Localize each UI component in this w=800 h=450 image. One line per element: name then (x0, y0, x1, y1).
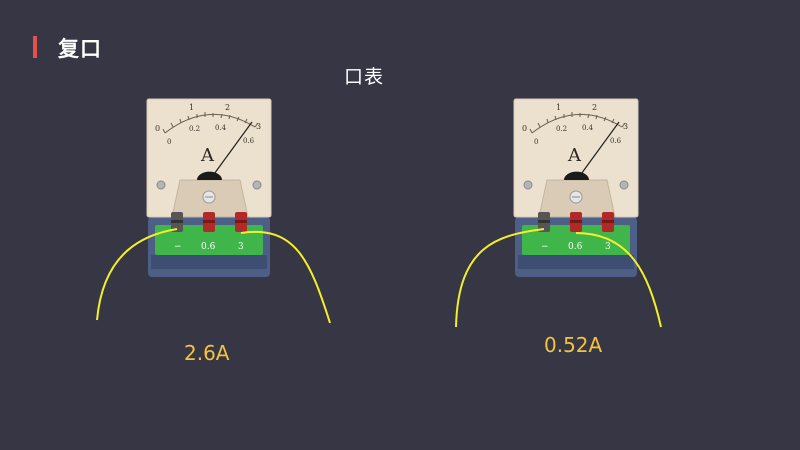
scale-bottom-0: 0 (534, 138, 538, 146)
needle (575, 121, 620, 182)
scale-top-1: 1 (189, 103, 194, 112)
ammeter-right: 0 1 2 3 0 0.2 0.4 0.6 A − 0.6 3 (455, 98, 662, 328)
reading-right: 0.52A (544, 333, 603, 357)
needle (208, 121, 253, 182)
scale-top-3: 3 (623, 122, 628, 131)
scale-top-2: 2 (225, 103, 230, 112)
terminal-board (155, 225, 263, 255)
reading-left: 2.6A (184, 341, 230, 365)
face-screw-left (523, 180, 533, 190)
terminal-label-0-6: 0.6 (201, 242, 216, 252)
terminal-label-3: 3 (605, 242, 611, 252)
scale-top-3: 3 (256, 122, 261, 131)
wire-negative (455, 228, 545, 328)
scale-bottom-3: 0.6 (243, 137, 255, 145)
wire-3 (240, 230, 331, 324)
scale-bottom-3: 0.6 (610, 137, 622, 145)
scale-top-0: 0 (155, 124, 160, 133)
wire-0-6 (575, 232, 662, 328)
terminal-label-0-6: 0.6 (568, 242, 583, 252)
scale-top-2: 2 (592, 103, 597, 112)
terminal-0-6[interactable] (570, 212, 582, 232)
terminal-label-negative: − (174, 242, 182, 252)
scale-bottom-2: 0.4 (215, 124, 227, 132)
scale-bottom-0: 0 (167, 138, 171, 146)
face-screw-right (619, 180, 629, 190)
terminal-label-3: 3 (238, 242, 244, 252)
terminal-label-negative: − (541, 242, 549, 252)
terminal-board (522, 225, 630, 255)
scale-bottom-2: 0.4 (582, 124, 594, 132)
slide-subtitle: 口表 (344, 66, 385, 88)
terminal-3[interactable] (602, 212, 614, 232)
title-accent-bar (33, 36, 37, 58)
terminal-0-6[interactable] (203, 212, 215, 232)
scale-top-0: 0 (522, 124, 527, 133)
unit-symbol: A (567, 145, 582, 166)
wire-negative (96, 228, 178, 321)
terminal-negative[interactable] (171, 212, 183, 232)
ammeter-left: 0 1 2 3 0 0.2 0.4 0.6 A − 0.6 3 (96, 98, 331, 324)
face-screw-left (156, 180, 166, 190)
terminal-3[interactable] (235, 212, 247, 232)
scale-bottom-1: 0.2 (189, 125, 200, 133)
face-screw-right (252, 180, 262, 190)
scale-top-1: 1 (556, 103, 561, 112)
slide-title: 复口 (58, 37, 102, 61)
terminal-negative[interactable] (538, 212, 550, 232)
unit-symbol: A (200, 145, 215, 166)
scale-bottom-1: 0.2 (556, 125, 567, 133)
